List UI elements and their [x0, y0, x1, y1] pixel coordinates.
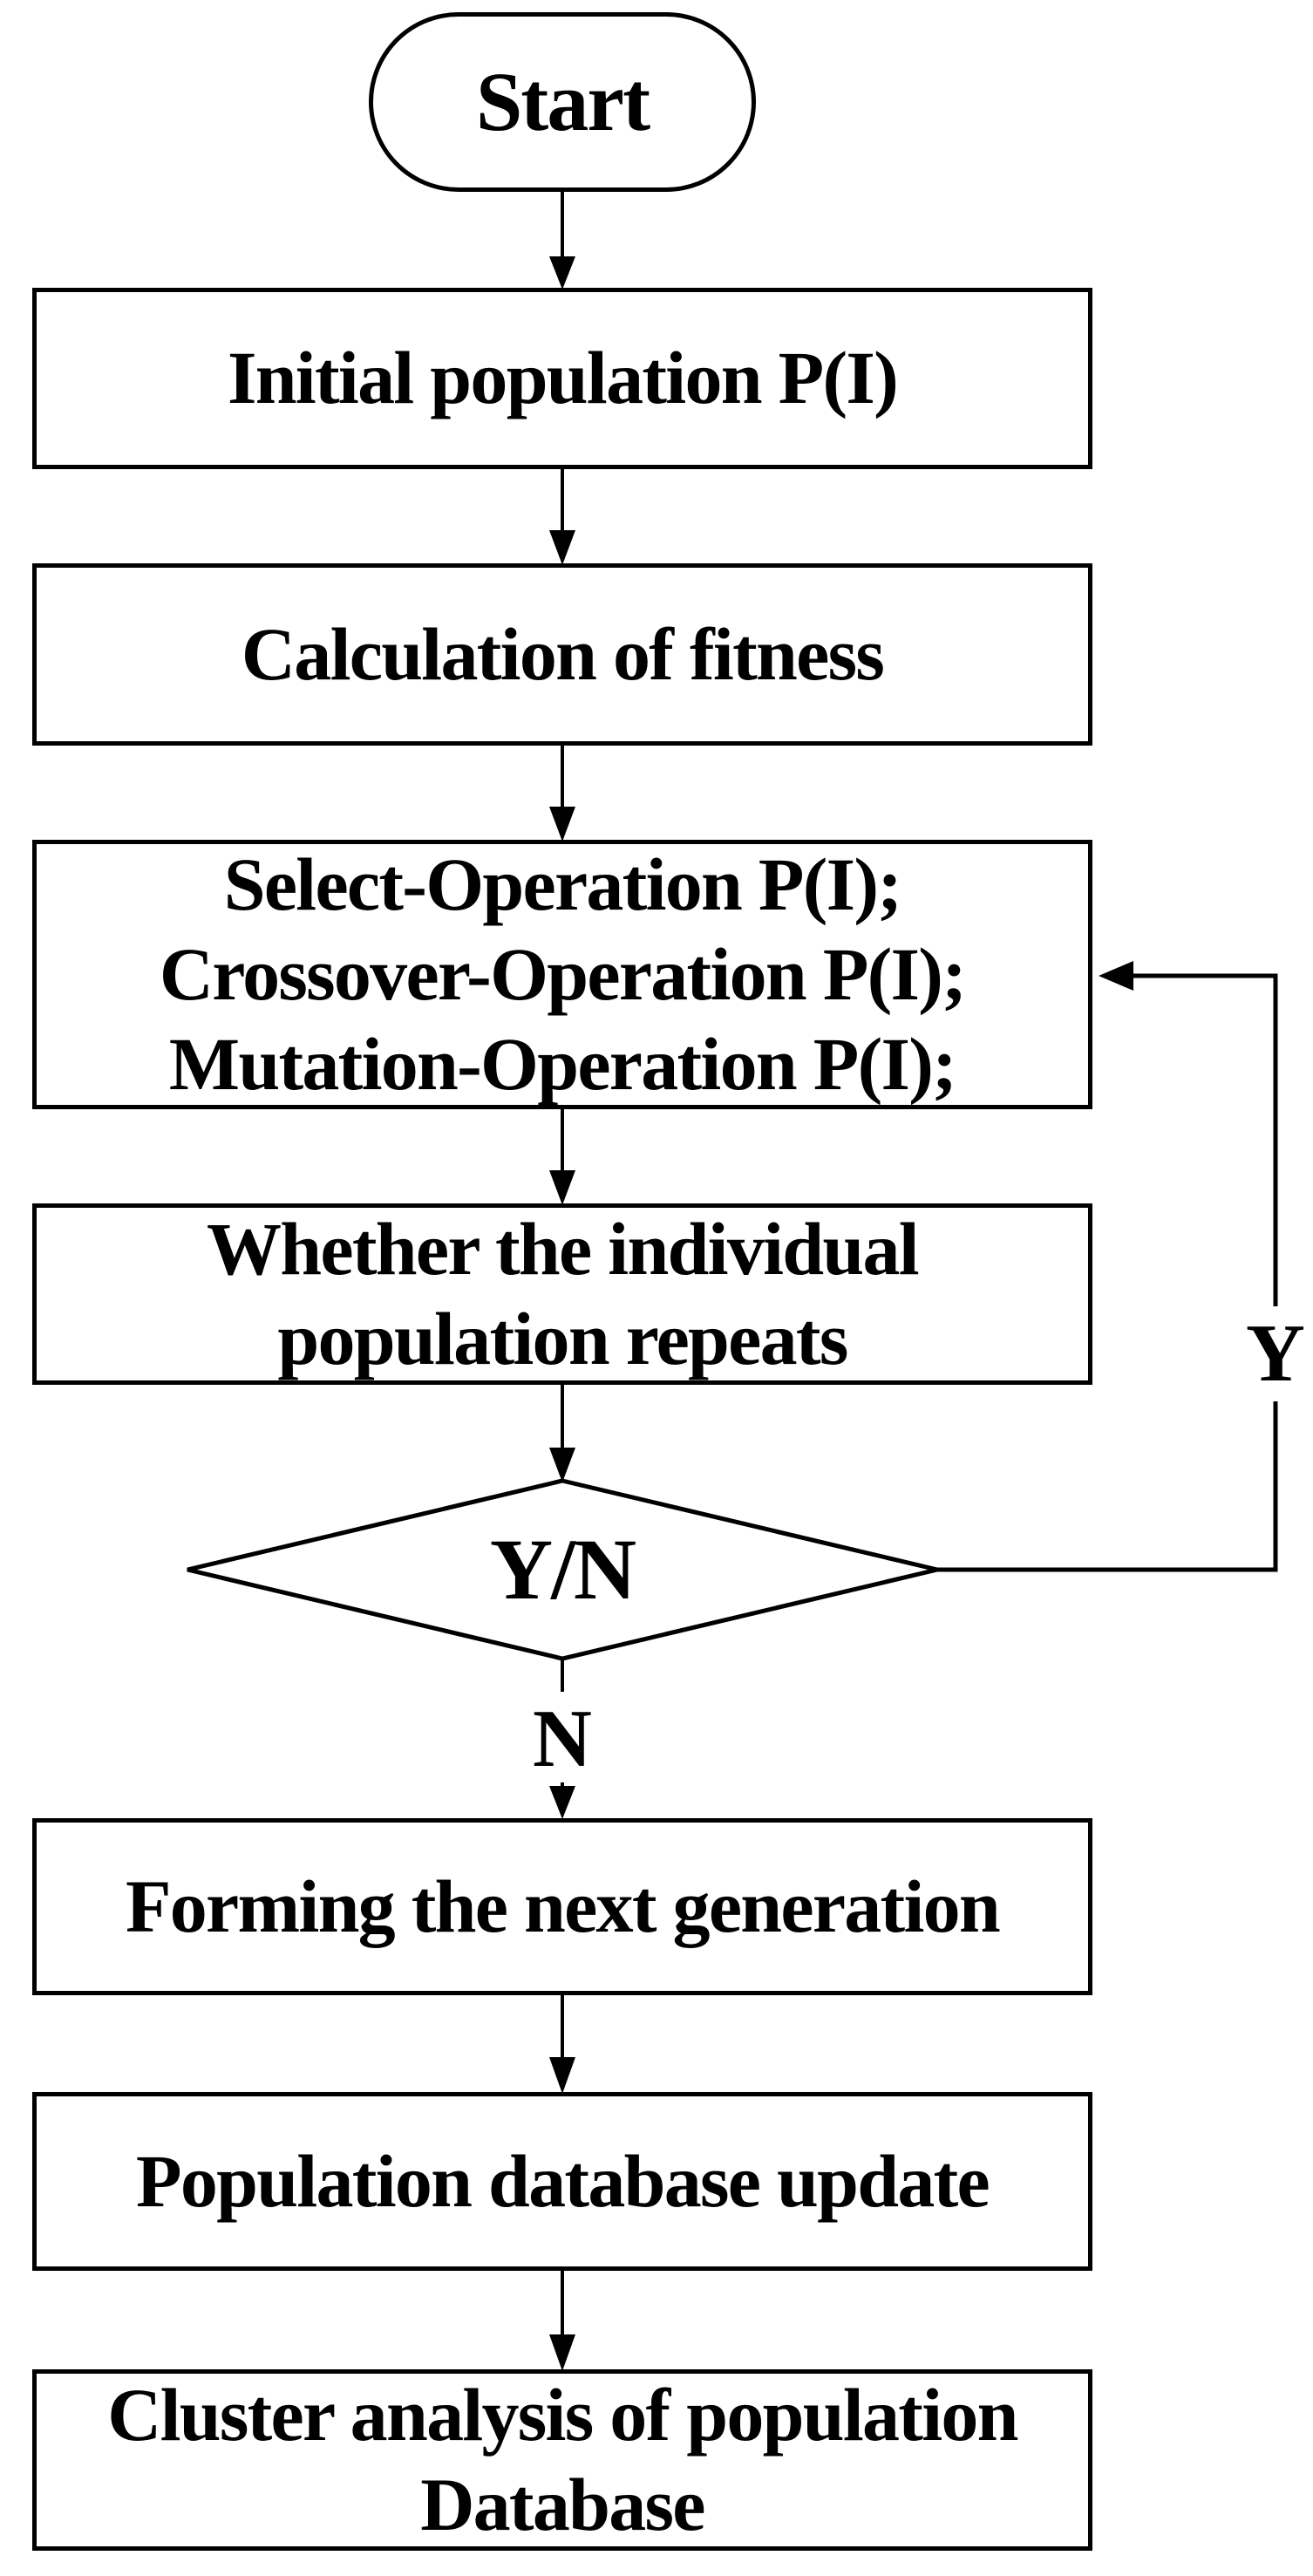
node-calculation-of-fitness: Calculation of fitness — [32, 563, 1092, 746]
node-start: Start — [369, 12, 756, 192]
arrowhead-calculation-to-operations — [549, 807, 575, 842]
node-initial-population-label: Initial population P(I) — [227, 336, 899, 420]
arrowhead-initial-to-calculation — [549, 530, 575, 565]
arrowhead-start-to-initial — [549, 256, 575, 290]
node-cluster-analysis-label: Cluster analysis of population Database — [107, 2372, 1018, 2546]
node-initial-population: Initial population P(I) — [32, 288, 1092, 469]
arrowhead-next-generation-to-database-update — [549, 2057, 575, 2094]
arrowhead-database-update-to-cluster-analysis — [549, 2334, 575, 2371]
arrowhead-feedback-to-operations — [1099, 961, 1133, 991]
node-next-generation: Forming the next generation — [32, 1818, 1092, 1995]
node-genetic-operations-label: Select-Operation P(I); Crossover-Operati… — [159, 842, 967, 1107]
node-genetic-operations: Select-Operation P(I); Crossover-Operati… — [32, 840, 1092, 1109]
node-database-update-label: Population database update — [136, 2138, 990, 2223]
node-start-label: Start — [475, 55, 650, 149]
arrowhead-operations-to-repeat-check — [549, 1170, 575, 1205]
node-repeat-check: Whether the individual population repeat… — [32, 1203, 1092, 1385]
node-calculation-of-fitness-label: Calculation of fitness — [241, 611, 885, 696]
feedback-edge-upper — [1133, 973, 1278, 1306]
node-database-update: Population database update — [32, 2092, 1092, 2271]
decision-yes-label: Y — [1210, 1308, 1313, 1399]
arrowhead-repeat-check-to-decision — [549, 1448, 575, 1482]
arrowhead-decision-to-next-generation — [549, 1786, 575, 1819]
node-repeat-check-label: Whether the individual population repeat… — [207, 1206, 920, 1380]
decision-no-label: N — [497, 1693, 628, 1784]
node-decision-label: Y/N — [489, 1521, 636, 1618]
node-next-generation-label: Forming the next generation — [125, 1864, 1001, 1948]
feedback-edge-lower — [937, 1401, 1278, 1572]
node-cluster-analysis: Cluster analysis of population Database — [32, 2369, 1092, 2551]
node-decision: Y/N — [187, 1482, 937, 1657]
